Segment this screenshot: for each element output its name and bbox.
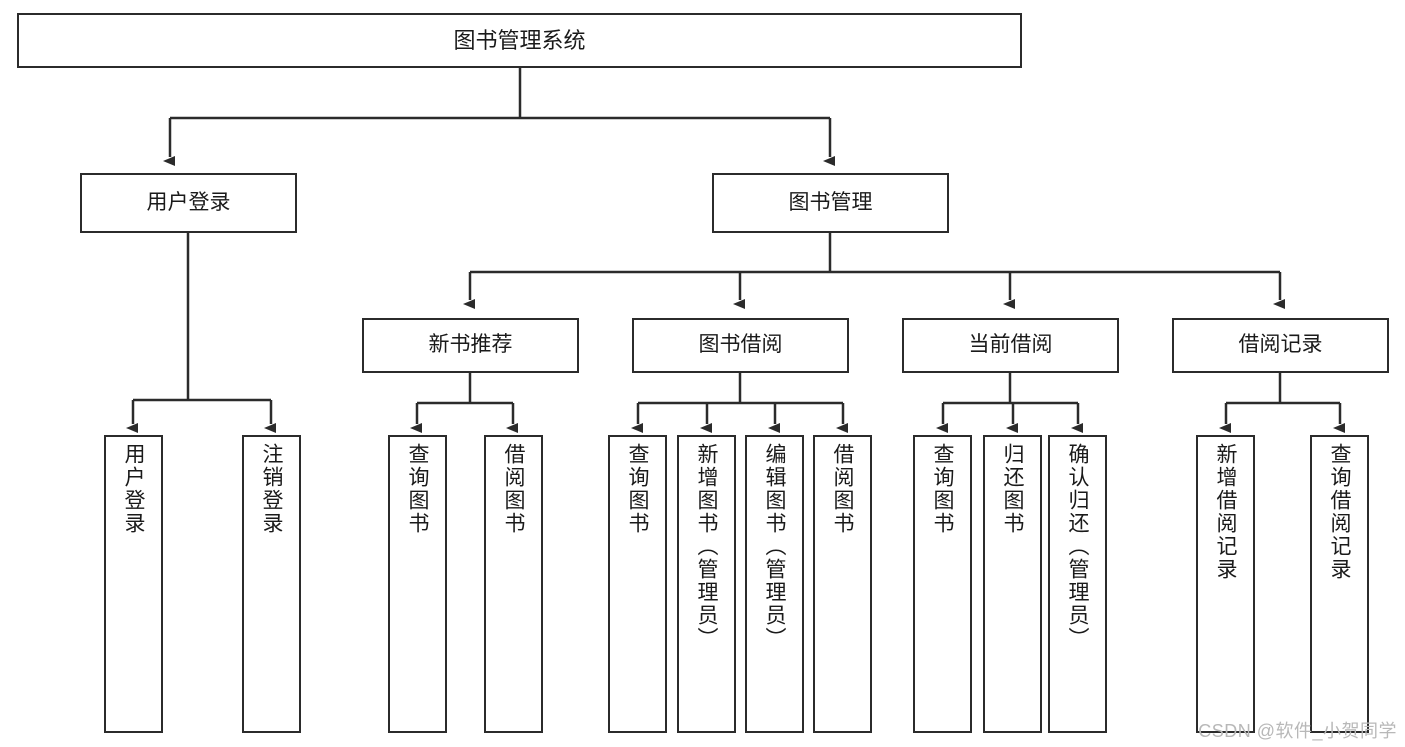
- node-current-borrow[interactable]: 当前借阅: [902, 318, 1119, 373]
- leaf-query-book-2[interactable]: 查询图书: [608, 435, 667, 733]
- leaf-logout-login[interactable]: 注销登录: [242, 435, 301, 733]
- node-book-borrow-label: 图书借阅: [698, 333, 783, 357]
- watermark: CSDN @软件_小贺同学: [1198, 721, 1397, 741]
- leaf-logout-login-label: 注销登录: [260, 443, 283, 535]
- leaf-query-book-3-label: 查询图书: [931, 443, 954, 535]
- node-book-manage-label: 图书管理: [788, 190, 873, 214]
- node-book-borrow[interactable]: 图书借阅: [632, 318, 849, 373]
- leaf-edit-book-label: 编辑图书（管理员）: [763, 443, 786, 650]
- node-user-login[interactable]: 用户登录: [80, 173, 297, 233]
- leaf-add-book[interactable]: 新增图书（管理员）: [677, 435, 736, 733]
- node-root-label: 图书管理系统: [453, 27, 586, 53]
- leaf-borrow-book-2-label: 借阅图书: [831, 443, 854, 535]
- node-borrow-record[interactable]: 借阅记录: [1172, 318, 1389, 373]
- leaf-borrow-book-1-label: 借阅图书: [502, 443, 525, 535]
- leaf-confirm-return[interactable]: 确认归还（管理员）: [1048, 435, 1107, 733]
- leaf-query-book-1[interactable]: 查询图书: [388, 435, 447, 733]
- leaf-query-book-2-label: 查询图书: [626, 443, 649, 535]
- leaf-user-login-label: 用户登录: [122, 443, 145, 535]
- leaf-query-record-label: 查询借阅记录: [1328, 443, 1351, 581]
- node-new-book-recommend[interactable]: 新书推荐: [362, 318, 579, 373]
- leaf-query-book-3[interactable]: 查询图书: [913, 435, 972, 733]
- leaf-confirm-return-label: 确认归还（管理员）: [1066, 443, 1089, 650]
- leaf-user-login[interactable]: 用户登录: [104, 435, 163, 733]
- node-book-manage[interactable]: 图书管理: [712, 173, 949, 233]
- leaf-add-book-label: 新增图书（管理员）: [695, 443, 718, 650]
- leaf-add-record-label: 新增借阅记录: [1214, 443, 1237, 581]
- node-user-login-label: 用户登录: [146, 190, 231, 214]
- leaf-return-book[interactable]: 归还图书: [983, 435, 1042, 733]
- leaf-edit-book[interactable]: 编辑图书（管理员）: [745, 435, 804, 733]
- leaf-borrow-book-1[interactable]: 借阅图书: [484, 435, 543, 733]
- leaf-add-record[interactable]: 新增借阅记录: [1196, 435, 1255, 733]
- leaf-query-book-1-label: 查询图书: [406, 443, 429, 535]
- node-new-book-recommend-label: 新书推荐: [428, 333, 513, 357]
- node-root[interactable]: 图书管理系统: [17, 13, 1022, 68]
- leaf-return-book-label: 归还图书: [1001, 443, 1024, 535]
- node-current-borrow-label: 当前借阅: [968, 333, 1053, 357]
- node-borrow-record-label: 借阅记录: [1238, 333, 1323, 357]
- leaf-borrow-book-2[interactable]: 借阅图书: [813, 435, 872, 733]
- leaf-query-record[interactable]: 查询借阅记录: [1310, 435, 1369, 733]
